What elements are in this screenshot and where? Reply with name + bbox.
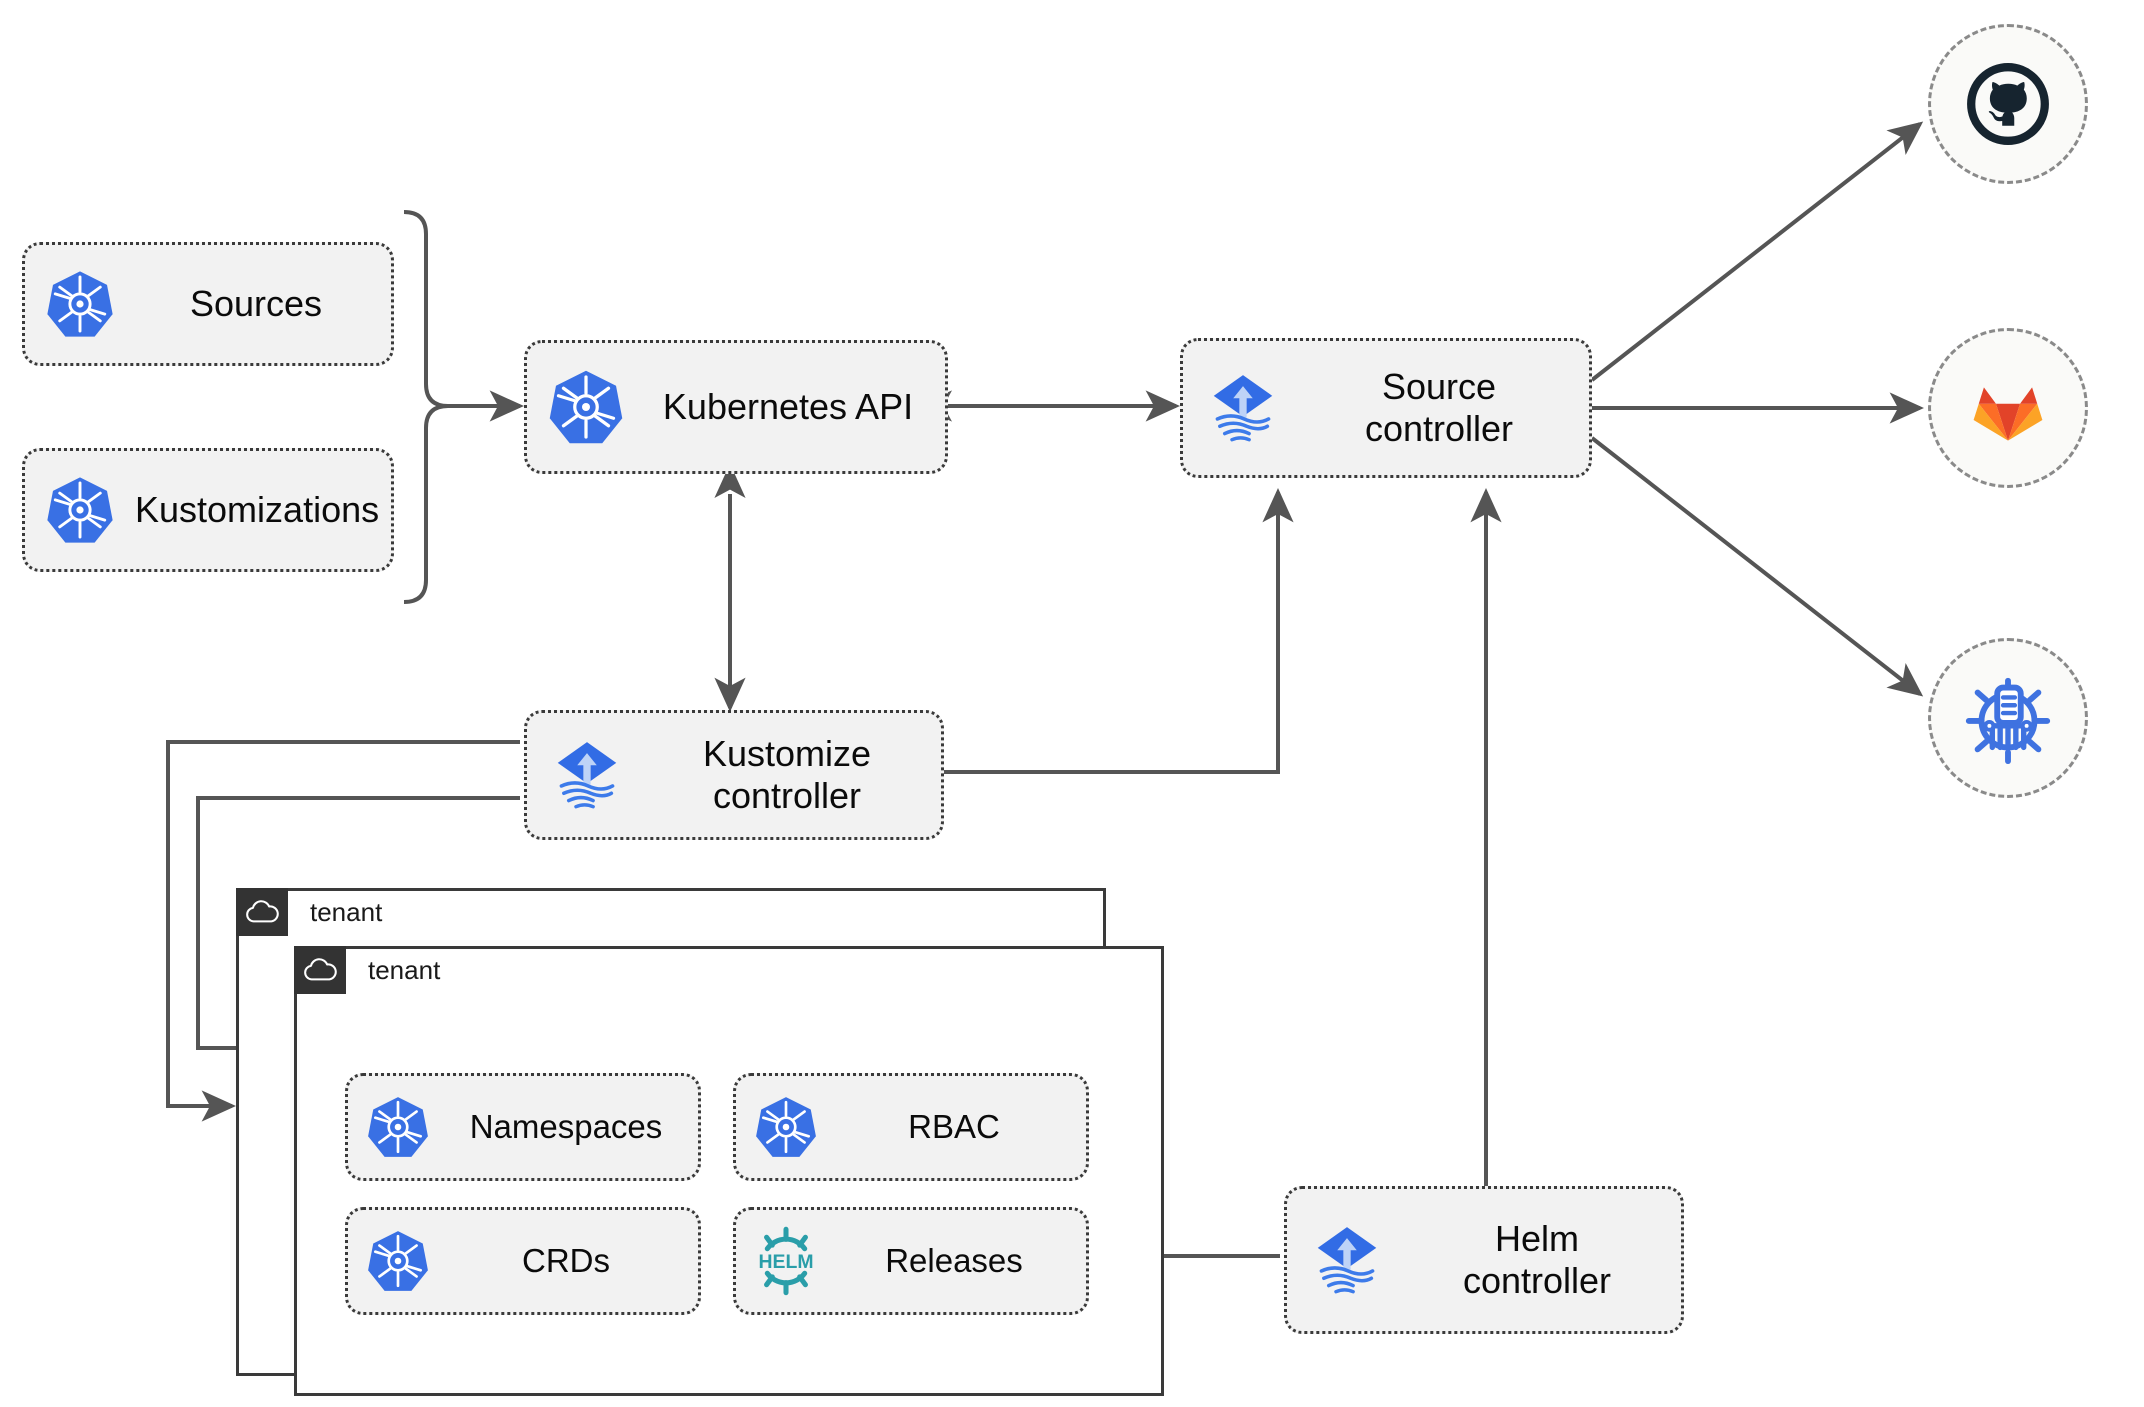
node-source-controller-label: Source controller xyxy=(1364,365,1514,449)
svg-text:HELM: HELM xyxy=(758,1251,813,1273)
node-rbac-label: RBAC xyxy=(908,1107,1000,1145)
gitlab-icon xyxy=(1973,387,2043,441)
tenant-outer-header: tenant xyxy=(236,888,382,936)
github-icon xyxy=(1967,63,2049,145)
helm-registry-icon xyxy=(1965,677,2051,765)
node-crds-label: CRDs xyxy=(522,1241,610,1279)
tenant-resource-grid: Namespaces RBAC xyxy=(345,1073,1089,1315)
edge-source-to-registry xyxy=(1590,436,1924,697)
kubernetes-icon xyxy=(527,367,645,447)
edge-kustomize-to-source xyxy=(944,487,1294,774)
tenant-inner-header: tenant xyxy=(294,946,440,994)
node-kustomizations-label: Kustomizations xyxy=(135,488,380,530)
cloud-icon xyxy=(294,946,346,994)
provider-gitlab[interactable] xyxy=(1928,328,2088,488)
node-kubernetes-api[interactable]: Kubernetes API xyxy=(524,340,948,474)
node-releases[interactable]: HELM Releases xyxy=(733,1207,1089,1315)
tenant-inner-label: tenant xyxy=(368,954,441,985)
helm-icon: HELM xyxy=(736,1225,836,1297)
node-helm-controller-label: Helm controller xyxy=(1462,1217,1612,1301)
tenant-outer-label: tenant xyxy=(310,896,383,927)
node-helm-controller[interactable]: Helm controller xyxy=(1284,1186,1684,1334)
flux-icon xyxy=(527,736,647,814)
node-namespaces-label: Namespaces xyxy=(469,1107,663,1145)
node-namespaces[interactable]: Namespaces xyxy=(345,1073,701,1181)
edge-source-to-github xyxy=(1590,121,1924,382)
node-releases-label: Releases xyxy=(885,1241,1023,1279)
kubernetes-icon xyxy=(736,1094,836,1160)
kubernetes-icon xyxy=(348,1228,448,1294)
node-kubernetes-api-label: Kubernetes API xyxy=(662,385,914,427)
node-kustomizations[interactable]: Kustomizations xyxy=(22,448,394,572)
flux-icon xyxy=(1183,369,1303,447)
flux-icon xyxy=(1287,1221,1407,1299)
node-kustomize-controller-label: Kustomize controller xyxy=(702,732,872,816)
node-crds[interactable]: CRDs xyxy=(345,1207,701,1315)
provider-github[interactable] xyxy=(1928,24,2088,184)
input-group-bracket xyxy=(403,210,449,604)
kubernetes-icon xyxy=(25,268,135,340)
node-source-controller[interactable]: Source controller xyxy=(1180,338,1592,478)
node-sources-label: Sources xyxy=(189,282,323,324)
kubernetes-icon xyxy=(25,474,135,546)
node-sources[interactable]: Sources xyxy=(22,242,394,366)
provider-registry[interactable] xyxy=(1928,638,2088,798)
node-kustomize-controller[interactable]: Kustomize controller xyxy=(524,710,944,840)
tenant-inner[interactable]: tenant Namespaces xyxy=(294,946,1164,1396)
cloud-icon xyxy=(236,888,288,936)
kubernetes-icon xyxy=(348,1094,448,1160)
node-rbac[interactable]: RBAC xyxy=(733,1073,1089,1181)
